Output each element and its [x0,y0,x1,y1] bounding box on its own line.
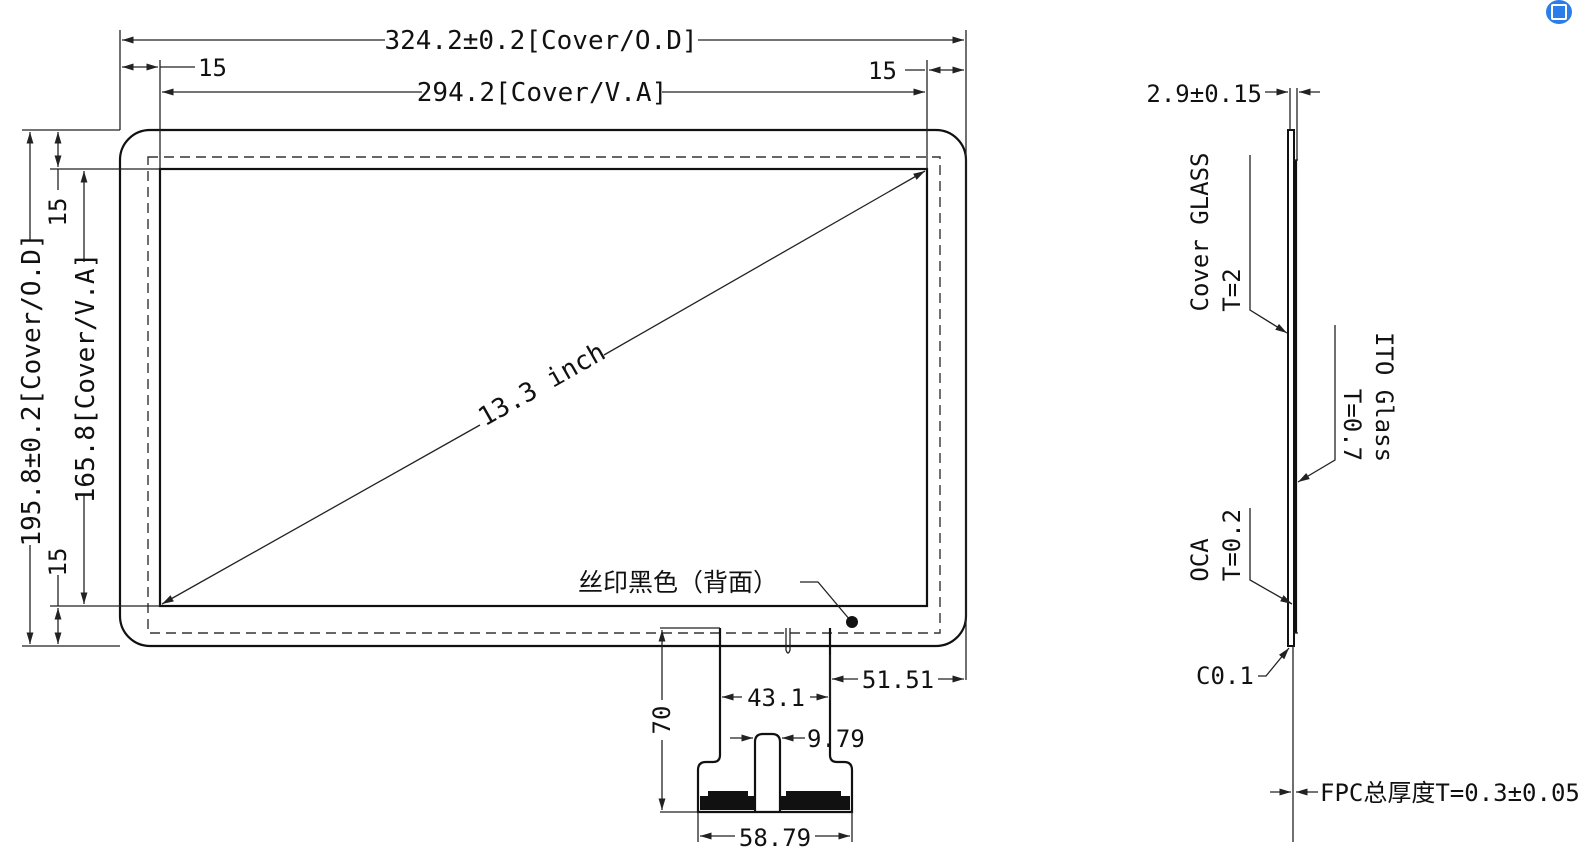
fpc-neck-width-label: 43.1 [747,684,805,712]
cover-thickness-label: T=2 [1218,268,1246,311]
va-width-label: 294.2[Cover/V.A] [417,78,667,108]
fpc-gold-finger-left [700,796,755,810]
cover-glass-layer [1287,129,1295,647]
top-margin-label: 15 [44,198,72,227]
ito-glass-label: ITO Glass [1370,332,1398,462]
cover-glass-label: Cover GLASS [1186,153,1214,312]
right-margin-label: 15 [868,57,897,85]
silk-note-label: 丝印黑色（背面） [578,568,778,597]
total-thickness-label: 2.9±0.15 [1146,80,1262,108]
oca-thickness-label: T=0.2 [1218,509,1246,581]
silk-border [147,156,941,634]
fpc-tail-width-label: 58.79 [739,824,811,852]
fpc-slot-width-label: 9.79 [807,725,865,753]
fpc-offset-label: 51.51 [862,666,934,694]
va-height-label: 165.8[Cover/V.A] [71,253,101,503]
ito-thickness-label: T=0.7 [1338,389,1366,461]
silk-note-dot [846,616,858,628]
overall-height-label: 195.8±0.2[Cover/O.D] [17,233,47,546]
front-view: 324.2±0.2[Cover/O.D] 294.2[Cover/V.A] 15… [17,26,968,680]
fpc-length-label: 70 [648,706,676,735]
fpc-gold-finger-right [780,796,850,810]
left-margin-label: 15 [198,54,227,82]
app-badge-icon[interactable] [1546,0,1572,24]
bottom-margin-label: 15 [44,548,72,577]
oca-label: OCA [1186,538,1214,582]
side-view: 2.9±0.15 Cover GLASS T=2 ITO Glass T=0.7… [1146,80,1580,842]
viewing-area [158,167,929,608]
overall-width-label: 324.2±0.2[Cover/O.D] [384,26,697,56]
chamfer-label: C0.1 [1196,662,1254,690]
fpc-thickness-label: FPC总厚度T=0.3±0.05 [1320,779,1580,807]
fpc-tail: 70 43.1 9.79 51.51 58.79 [648,627,964,852]
diagonal-label: 13.3 inch [473,337,610,433]
